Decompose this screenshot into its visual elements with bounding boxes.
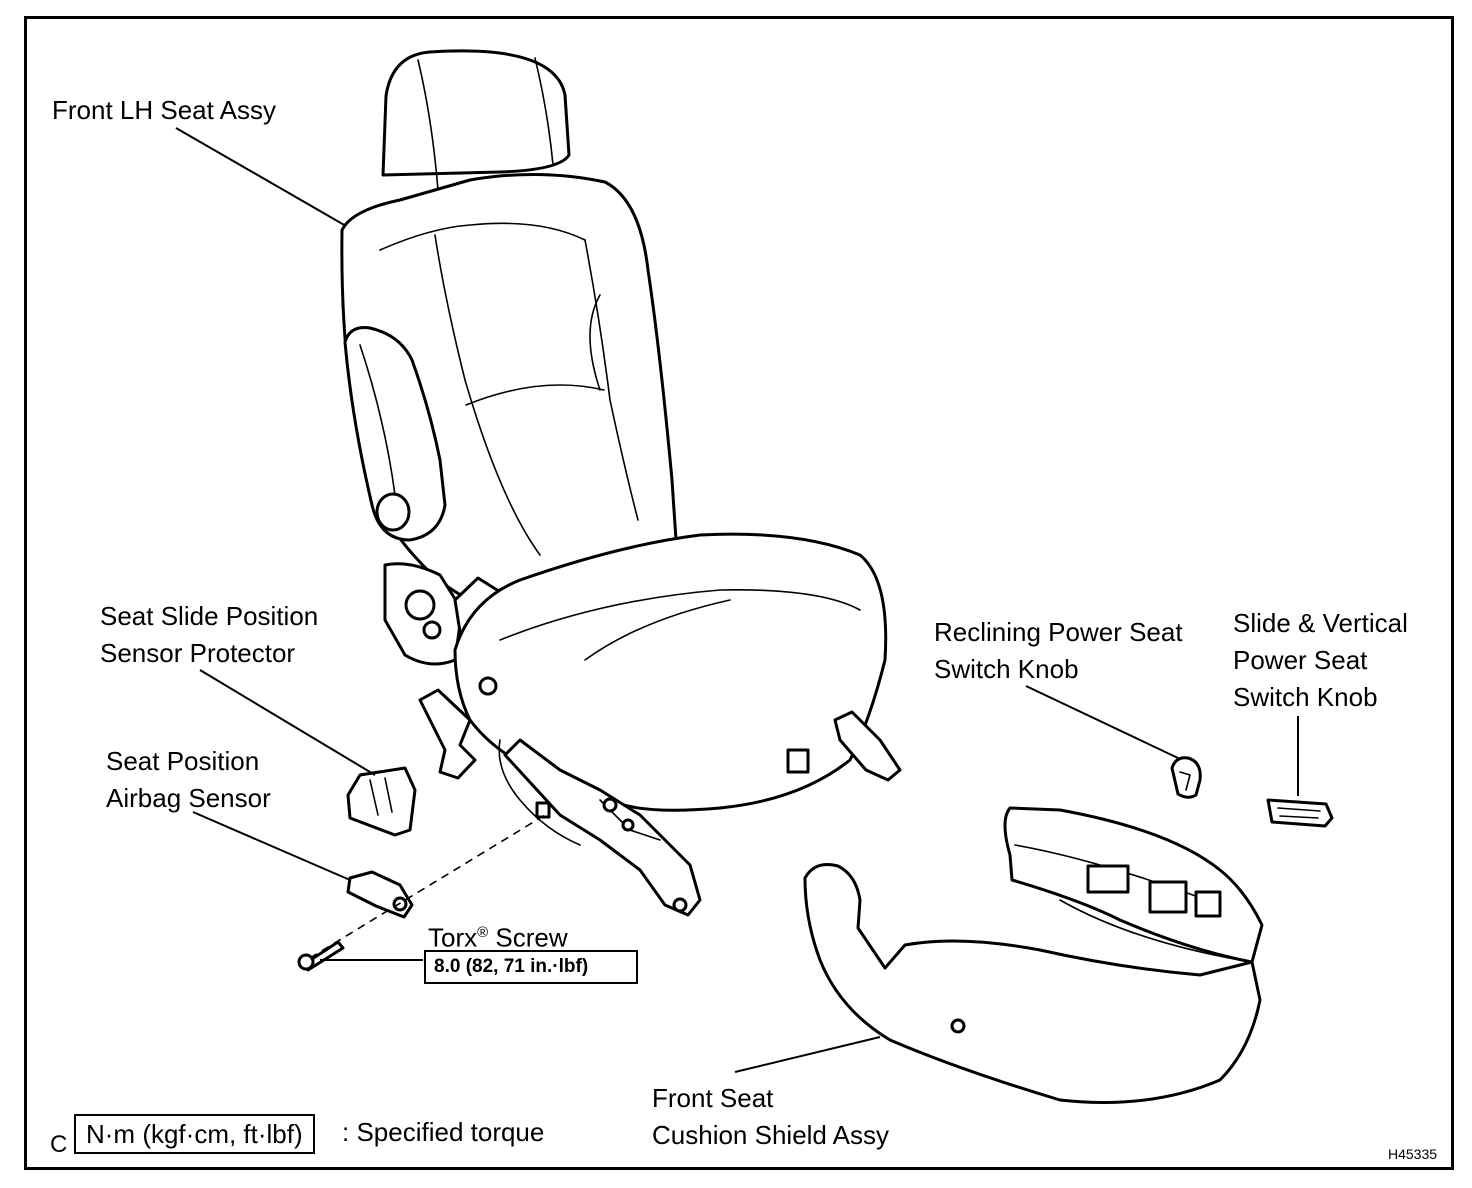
seat-track-assembly xyxy=(418,688,902,917)
figure-id: H45335 xyxy=(1388,1146,1438,1162)
label-line: Slide & Vertical xyxy=(1233,608,1408,638)
label-part: Screw xyxy=(488,922,568,953)
leader-lines xyxy=(175,127,1299,1073)
label-line: Front Seat xyxy=(652,1083,774,1113)
cushion-shield-part xyxy=(803,806,1264,1104)
screw-centerline xyxy=(309,814,546,959)
label-line: Switch Knob xyxy=(1233,682,1378,712)
legend-unit-box: N·m (kgf·cm, ft·lbf) xyxy=(74,1114,315,1154)
label-seat-position-airbag-sensor: Seat Position Airbag Sensor xyxy=(106,743,271,817)
slide-vertical-switch-knob-part xyxy=(1266,798,1334,828)
legend-description: : Specified torque xyxy=(342,1117,545,1147)
label-torx-screw: Torx® Screw xyxy=(428,914,568,957)
label-front-lh-seat-assy: Front LH Seat Assy xyxy=(52,95,276,125)
diagram-frame xyxy=(24,16,1454,1170)
label-line: Airbag Sensor xyxy=(106,783,271,813)
seat-cushion xyxy=(453,532,888,812)
label-line: Seat Slide Position xyxy=(100,601,319,631)
legend-prefix: C xyxy=(50,1131,68,1158)
torx-screw-part xyxy=(297,940,345,972)
label-seat-slide-position-sensor-protector: Seat Slide Position Sensor Protector xyxy=(100,598,318,672)
armrest xyxy=(343,326,447,542)
label-slide-vertical-power-seat-switch-knob: Slide & Vertical Power Seat Switch Knob xyxy=(1233,605,1408,716)
reclining-switch-knob-part xyxy=(1170,756,1202,799)
label-line: Reclining Power Seat xyxy=(934,617,1183,647)
label-line: Switch Knob xyxy=(934,654,1079,684)
label-reclining-power-seat-switch-knob: Reclining Power Seat Switch Knob xyxy=(934,614,1183,688)
label-part: Torx xyxy=(428,922,478,953)
sensor-protector-part xyxy=(346,766,417,837)
label-line: Seat Position xyxy=(106,746,260,776)
label-line: Cushion Shield Assy xyxy=(652,1120,890,1150)
airbag-sensor-part xyxy=(346,870,414,919)
label-line: Sensor Protector xyxy=(100,638,296,668)
registered-mark: ® xyxy=(477,924,489,941)
headrest xyxy=(381,49,571,191)
label-front-seat-cushion-shield-assy: Front Seat Cushion Shield Assy xyxy=(652,1080,889,1154)
label-line: Power Seat xyxy=(1233,645,1368,675)
torque-spec-box: 8.0 (82, 71 in.·lbf) xyxy=(424,950,638,984)
